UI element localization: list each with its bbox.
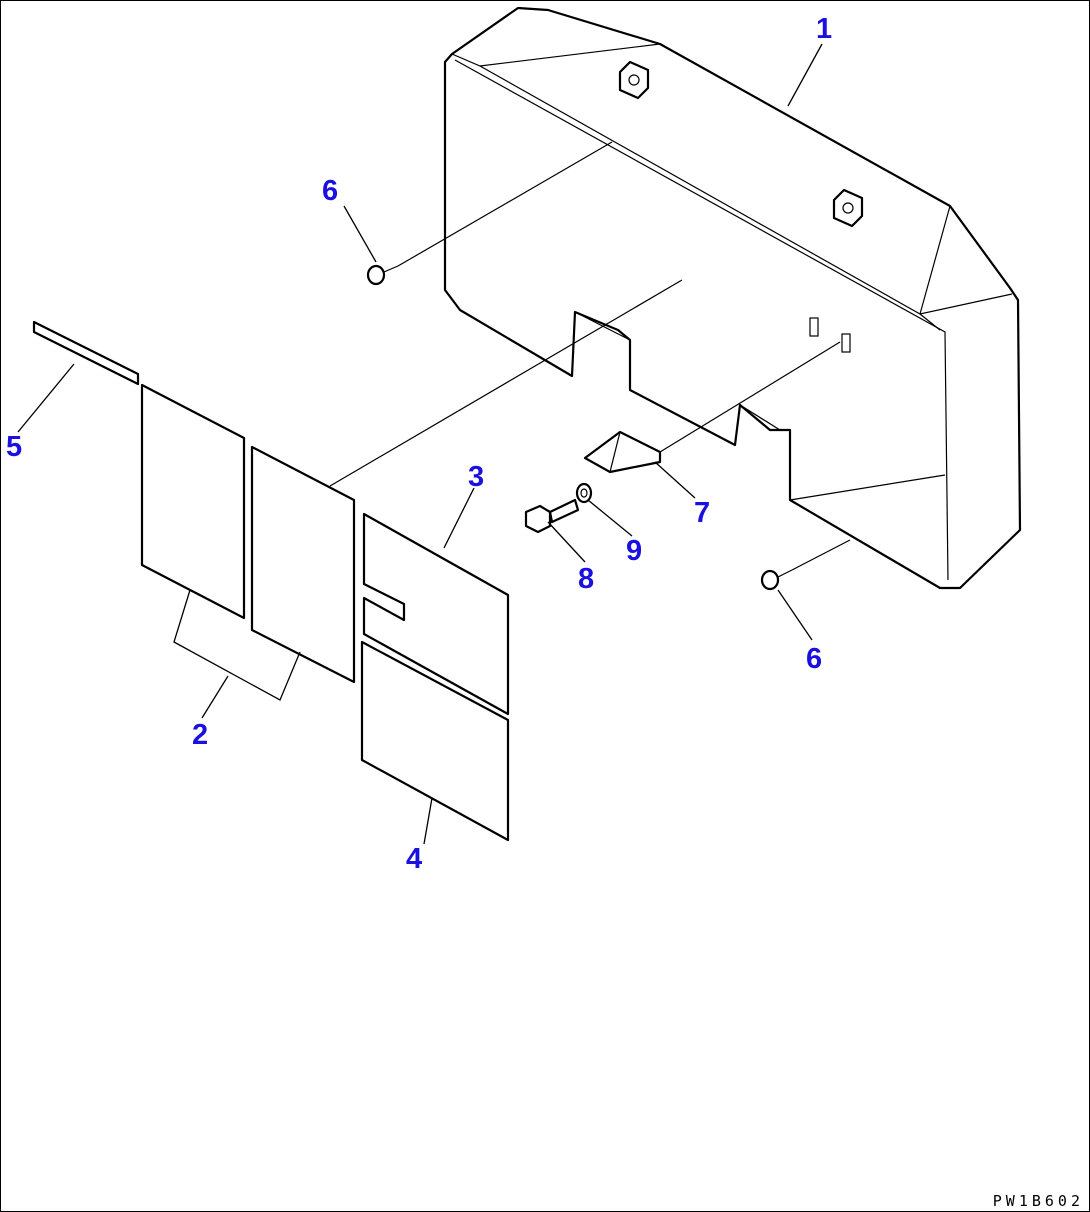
callout-6-upper: 6 [322, 175, 338, 207]
part-9-washer [575, 482, 593, 504]
callout-4: 4 [406, 843, 422, 875]
part-8-bolt [524, 498, 580, 534]
callout-5: 5 [6, 431, 22, 463]
part-2-plates [140, 383, 356, 684]
callout-1: 1 [816, 13, 832, 45]
part-7-bracket [583, 430, 662, 474]
part-3-plate [362, 512, 510, 716]
part-1-counterweight-cover [443, 6, 1022, 590]
part-5-strip [32, 320, 140, 386]
callout-9: 9 [626, 535, 642, 567]
callout-7: 7 [694, 497, 710, 529]
callout-3: 3 [468, 461, 484, 493]
part-4-plate [360, 640, 510, 842]
part-6-screw-lower [760, 569, 793, 591]
part-6-screw-upper [366, 264, 399, 286]
callout-labels: 1 2 3 4 5 6 6 7 8 9 [6, 13, 832, 875]
callout-6-lower: 6 [806, 643, 822, 675]
callout-8: 8 [578, 563, 594, 595]
callout-2: 2 [192, 719, 208, 751]
assembly-guide-lines [329, 141, 851, 571]
leader-lines [17, 43, 823, 845]
drawing-code: PW1B602 [992, 1192, 1084, 1210]
